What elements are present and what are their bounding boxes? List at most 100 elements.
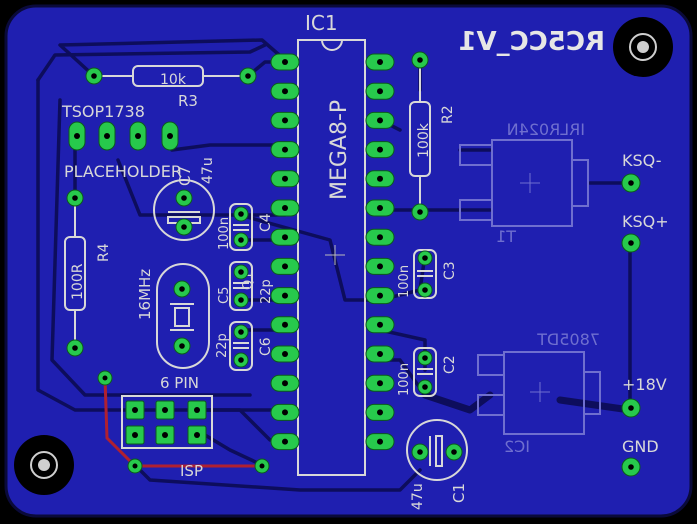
mounting-hole-bottom-left <box>14 435 74 495</box>
transistor-t1: IRLR024N T1 <box>459 120 589 246</box>
r4-pad <box>66 339 84 357</box>
c2-pad <box>417 379 433 395</box>
ic1-pin-pad <box>365 228 395 246</box>
ic1-pin-pad <box>365 345 395 363</box>
tsop-pad <box>129 121 147 151</box>
ic1-pins <box>270 53 395 451</box>
ic1-mega8: IC1 MEGA8-P <box>297 11 366 476</box>
ksq-plus-label: KSQ+ <box>622 212 669 231</box>
c6-name: C6 <box>258 337 274 356</box>
ic1-pin-pad <box>270 403 300 421</box>
c6-value: 22p <box>215 333 230 358</box>
ic1-pin-pad <box>270 257 300 275</box>
ic1-pin-pad <box>365 82 395 100</box>
ic1-pin-pad <box>270 170 300 188</box>
ic1-pin-pad <box>365 374 395 392</box>
c1-name: C1 <box>450 483 468 503</box>
isp-label: ISP <box>180 462 203 480</box>
r3-pad <box>239 67 257 85</box>
ic1-pin-pad <box>270 141 300 159</box>
ic1-pin-pad <box>365 141 395 159</box>
isp-pad <box>187 425 207 445</box>
c6-pad <box>233 324 249 340</box>
t1-value: IRLR024N <box>507 120 585 139</box>
c2-name: C2 <box>442 355 458 374</box>
c3-name: C3 <box>442 261 458 280</box>
r2-value: 100k <box>416 122 432 158</box>
r2-name: R2 <box>440 105 456 124</box>
c4-pad <box>233 232 249 248</box>
c2-pad <box>417 350 433 366</box>
top-wires <box>103 377 262 468</box>
ksq-plus-pad <box>621 233 641 253</box>
c1-pad <box>445 443 463 461</box>
c3-pad <box>417 282 433 298</box>
ic2-name: IC2 <box>504 437 530 456</box>
c4-pad <box>233 206 249 222</box>
ic1-pin-pad <box>270 345 300 363</box>
c3-pad <box>417 250 433 266</box>
isp-pad <box>155 400 175 420</box>
ic1-pin-pad <box>270 111 300 129</box>
v18-label: +18V <box>622 375 667 394</box>
crystal-value: 16MHz <box>136 269 154 320</box>
r4-pad <box>66 189 84 207</box>
ic1-pin-pad <box>270 53 300 71</box>
isp-pad <box>125 425 145 445</box>
six-pin-label: 6 PIN <box>160 374 199 392</box>
isp-via <box>254 458 270 474</box>
capacitor-c5: C5 Q1 22p <box>217 261 274 311</box>
c5-name: C5 <box>217 287 232 304</box>
ic1-pin-pad <box>270 433 300 451</box>
tsop-label: TSOP1738 <box>61 102 145 121</box>
isp-header: 6 PIN ISP <box>121 374 213 480</box>
gnd-label: GND <box>622 437 659 456</box>
ic1-value: MEGA8-P <box>327 100 352 200</box>
isp-pad <box>187 400 207 420</box>
ic1-center-cross <box>325 245 345 265</box>
crystal-pad <box>173 337 191 355</box>
r3-name: R3 <box>178 92 198 110</box>
ic1-pin-pad <box>270 82 300 100</box>
ic1-pin-pad <box>270 374 300 392</box>
t1-name: T1 <box>496 227 517 246</box>
r3-value: 10k <box>160 72 187 88</box>
ic1-pin-pad <box>365 257 395 275</box>
r2-pad <box>411 203 429 221</box>
ic1-pin-pad <box>365 316 395 334</box>
ic1-pin-pad <box>365 433 395 451</box>
c7-name: C7 <box>176 166 194 186</box>
ic1-pin-pad <box>270 287 300 305</box>
ksq-minus-label: KSQ- <box>622 151 661 170</box>
c1-value: 47u <box>410 483 426 510</box>
c6-pad <box>233 352 249 368</box>
c4-value: 100n <box>217 217 232 250</box>
isp-via <box>97 370 113 386</box>
c5-value: 22p <box>259 279 274 304</box>
ic1-pin-pad <box>270 316 300 334</box>
ic1-pin-pad <box>365 111 395 129</box>
c4-name: C4 <box>258 213 274 232</box>
c5-pad <box>233 264 249 280</box>
capacitor-c3: 100n C3 <box>397 249 458 299</box>
pads <box>66 51 641 477</box>
board-title-text: RC5CC_V1 <box>458 27 605 57</box>
isp-pad <box>125 400 145 420</box>
crystal-pad <box>173 280 191 298</box>
isp-pad <box>155 425 175 445</box>
ic1-pin-pad <box>365 287 395 305</box>
tsop-pad <box>68 121 86 151</box>
capacitor-c2: 100n C2 <box>397 347 458 397</box>
r2-pad <box>411 51 429 69</box>
isp-via <box>127 458 143 474</box>
ksq-minus-pad <box>621 173 641 193</box>
tsop1738-receiver: TSOP1738 PLACEHOLDER <box>61 102 182 181</box>
v18-pad <box>621 398 641 418</box>
tsop-pad <box>161 121 179 151</box>
capacitor-c6: 22p C6 <box>215 321 274 371</box>
tsop-pad <box>98 121 116 151</box>
ic1-pin-pad <box>270 199 300 217</box>
resistor-r2: 100k R2 <box>409 60 456 212</box>
c1-pad <box>411 443 429 461</box>
